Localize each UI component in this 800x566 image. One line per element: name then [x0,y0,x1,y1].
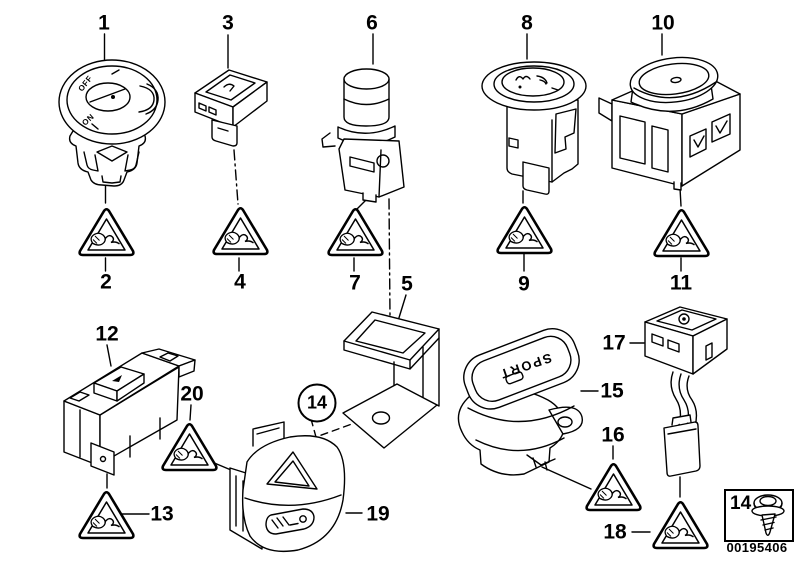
warning-triangle-20 [161,422,218,472]
callout-7[interactable]: 7 [349,271,361,295]
callout-15[interactable]: 15 [600,379,624,403]
callout-5[interactable]: 5 [401,272,413,296]
warning-triangle-13 [78,490,135,540]
part-14-screw [751,494,785,536]
image-number: 00195406 [726,540,788,555]
callout-20[interactable]: 20 [180,382,204,406]
callout-13[interactable]: 13 [150,502,174,526]
part-17-switch-with-harness [644,306,728,477]
callout-17[interactable]: 17 [602,331,626,355]
part-12-long-rocker-switch [63,348,196,476]
callout-6[interactable]: 6 [366,11,378,35]
callout-11[interactable]: 11 [669,271,693,295]
callout-4[interactable]: 4 [234,270,246,294]
callout-3[interactable]: 3 [222,11,234,35]
warning-triangle-16 [585,462,642,512]
warning-triangle-4 [212,206,269,256]
callout-8[interactable]: 8 [521,11,533,35]
callout-10[interactable]: 10 [651,11,675,35]
warning-triangle-18 [652,500,709,550]
warning-triangle-7 [327,207,384,257]
part-3-push-button-switch [194,69,268,147]
reference-box-14[interactable]: 14 [724,489,794,542]
callout-14-circle[interactable]: 14 [297,383,337,423]
warning-triangle-2 [78,207,135,257]
callout-2[interactable]: 2 [100,270,112,294]
warning-triangle-9 [496,205,553,255]
part-10-rocker-switch-unit [598,56,741,191]
callout-18[interactable]: 18 [603,520,627,544]
callout-14-box[interactable]: 14 [730,493,752,514]
part-6-plunger-switch [321,68,405,203]
part-15-sport-mode-switch: SPORT [457,328,584,476]
part-5-mounting-bracket [342,311,440,449]
callout-19[interactable]: 19 [366,502,390,526]
callout-16[interactable]: 16 [601,423,625,447]
part-1-rotary-airbag-switch: OFF ON [58,59,166,187]
callout-12[interactable]: 12 [95,322,119,346]
warning-triangle-11 [653,208,710,258]
callout-9[interactable]: 9 [518,272,530,296]
part-19-hazard-warning-switch [229,421,346,553]
callout-1[interactable]: 1 [98,11,110,35]
part-8-round-switch [481,61,587,195]
